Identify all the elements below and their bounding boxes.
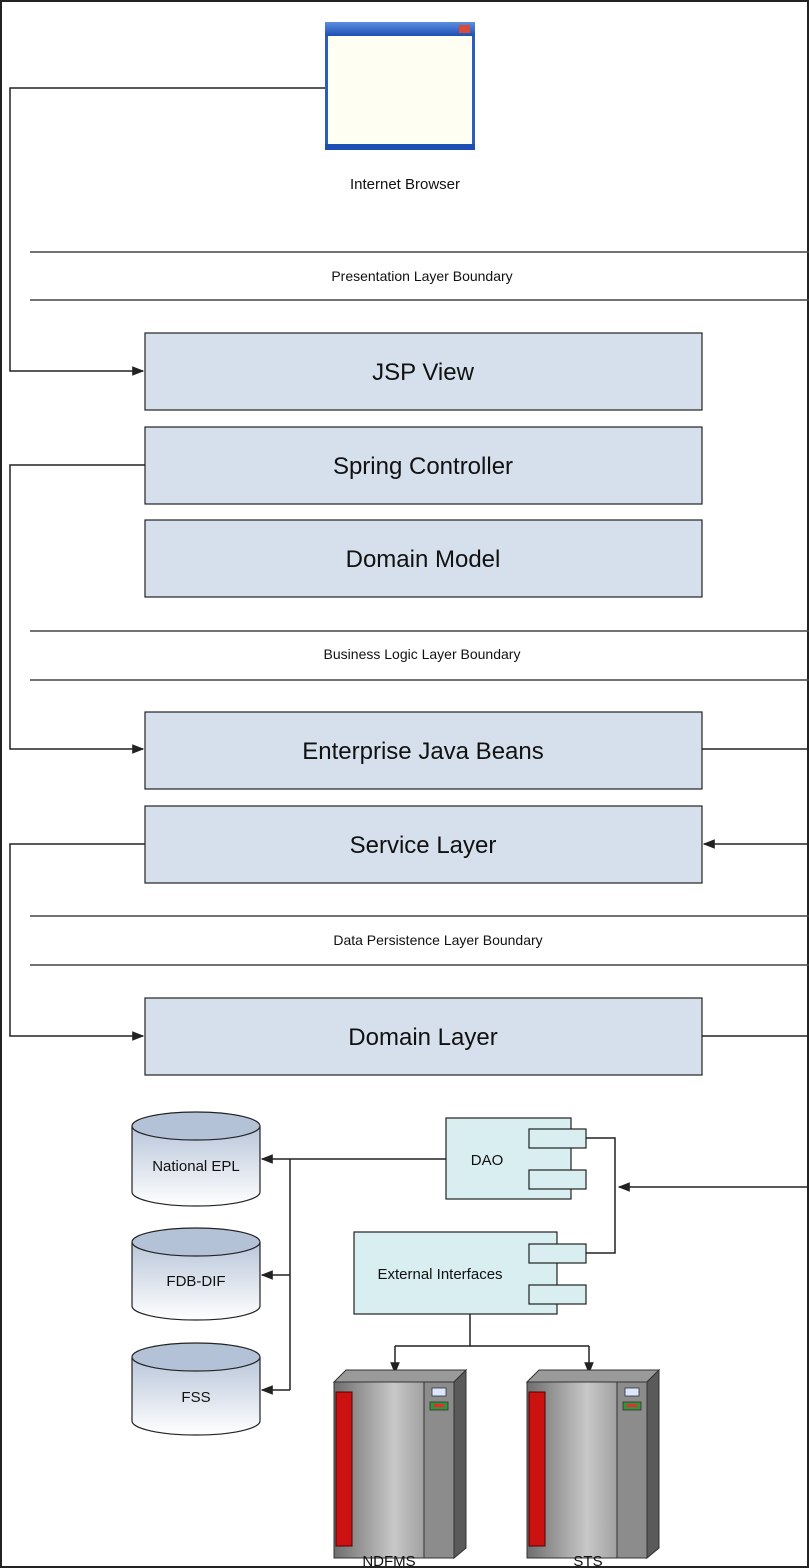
business-boundary-label: Business Logic Layer Boundary (324, 646, 521, 662)
service-layer-box: Service Layer (144, 805, 703, 884)
server-ndfms: NDFMS (332, 1368, 468, 1568)
dao-external-bracket (586, 1137, 616, 1254)
external-interfaces-label: External Interfaces (377, 1266, 502, 1283)
spring-controller-box: Spring Controller (144, 426, 703, 505)
spring-controller-label: Spring Controller (333, 453, 513, 480)
domain-model-label: Domain Model (346, 546, 501, 573)
service-to-domain-arrow (9, 843, 145, 1041)
fdb-dif-label: FDB-DIF (166, 1273, 225, 1290)
server-sts: STS (525, 1368, 661, 1568)
interfaces-to-servers (390, 1314, 594, 1375)
ejb-box: Enterprise Java Beans (144, 711, 703, 790)
dao-component: DAO (445, 1117, 587, 1200)
external-interfaces-component: External Interfaces (353, 1231, 587, 1315)
jsp-view-box: JSP View (144, 332, 703, 411)
controller-to-ejb-arrow (9, 464, 145, 754)
right-connectors (617, 748, 809, 1192)
browser-to-jsp-arrow (9, 87, 325, 376)
national-epl-label: National EPL (152, 1158, 240, 1175)
database-fss: FSS (131, 1342, 261, 1436)
ejb-label: Enterprise Java Beans (302, 738, 543, 765)
fss-label: FSS (181, 1389, 210, 1406)
service-layer-label: Service Layer (350, 832, 497, 859)
dao-to-db-connectors (260, 1154, 446, 1395)
ndfms-label: NDFMS (362, 1553, 415, 1568)
browser-label: Internet Browser (350, 176, 460, 193)
presentation-boundary-label: Presentation Layer Boundary (331, 268, 512, 284)
persistence-boundary-label: Data Persistence Layer Boundary (333, 932, 542, 948)
database-national-epl: National EPL (131, 1111, 261, 1207)
domain-layer-box: Domain Layer (144, 997, 703, 1076)
jsp-view-label: JSP View (372, 359, 475, 386)
sts-label: STS (573, 1553, 602, 1568)
browser-icon (325, 22, 475, 150)
left-connectors (9, 87, 325, 1041)
domain-layer-label: Domain Layer (348, 1024, 497, 1051)
dao-label: DAO (471, 1152, 504, 1169)
domain-model-box: Domain Model (144, 519, 703, 598)
database-fdb-dif: FDB-DIF (131, 1227, 261, 1321)
